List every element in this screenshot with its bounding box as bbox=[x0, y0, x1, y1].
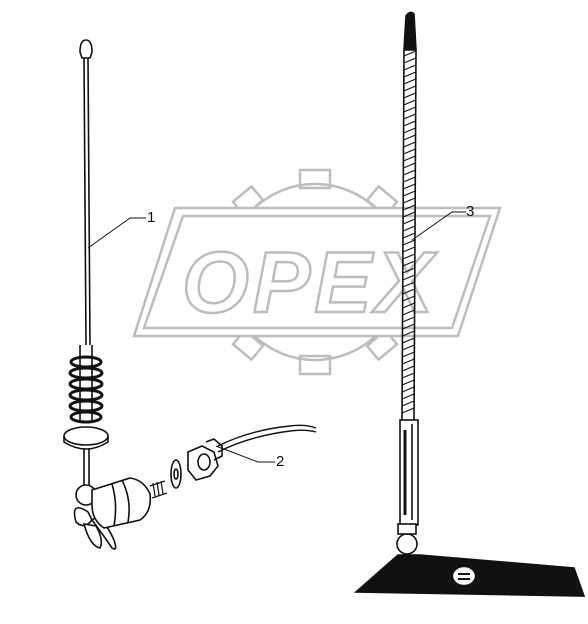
callout-2: 2 bbox=[215, 445, 284, 470]
antenna-3-pivot bbox=[396, 533, 418, 555]
threaded-stud bbox=[149, 480, 168, 499]
antenna-3 bbox=[353, 11, 586, 597]
antenna-cable bbox=[217, 424, 317, 447]
antenna-1-base bbox=[63, 426, 109, 446]
antenna-3-sleeve bbox=[399, 419, 419, 526]
antenna-1-spring bbox=[68, 355, 104, 424]
watermark-text: OPEX bbox=[182, 235, 438, 331]
callout-2-label: 2 bbox=[276, 453, 284, 470]
callout-1-label: 1 bbox=[147, 209, 155, 226]
callout-1: 1 bbox=[87, 209, 155, 249]
watermark-logo: OPEX bbox=[132, 168, 502, 376]
fasteners bbox=[170, 438, 223, 489]
antenna-3-braid bbox=[401, 50, 417, 414]
callout-3: 3 bbox=[411, 203, 474, 241]
watermark-frame bbox=[132, 206, 502, 338]
antenna-1 bbox=[63, 39, 168, 550]
callout-3-label: 3 bbox=[466, 203, 474, 220]
mount-body bbox=[91, 477, 152, 529]
antenna-1-tip bbox=[79, 39, 93, 59]
antenna-1-whip bbox=[83, 57, 87, 346]
antenna-3-tip bbox=[403, 11, 417, 51]
antenna-3-mast bbox=[401, 49, 405, 421]
